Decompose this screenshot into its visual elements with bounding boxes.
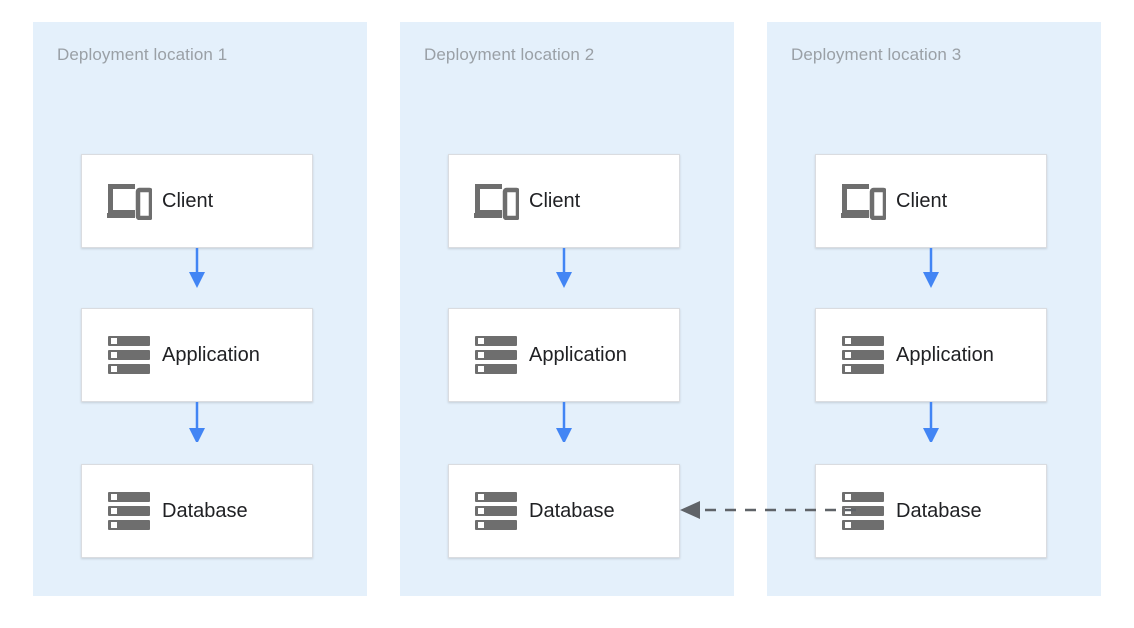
server-bar <box>842 350 884 360</box>
node-application-1[interactable]: Application <box>81 308 313 402</box>
client-devices-icon <box>102 182 156 220</box>
server-bar <box>475 336 517 346</box>
server-bar <box>842 492 884 502</box>
panel-title-2: Deployment location 2 <box>424 45 595 64</box>
server-icon <box>469 492 523 530</box>
arrow-application-to-database-2 <box>556 402 572 442</box>
node-label: Database <box>162 499 248 522</box>
server-bar <box>108 506 150 516</box>
node-label: Database <box>896 499 982 522</box>
node-client-2[interactable]: Client <box>448 154 680 248</box>
server-bar <box>475 350 517 360</box>
node-label: Client <box>896 189 948 212</box>
node-application-2[interactable]: Application <box>448 308 680 402</box>
server-bar <box>475 492 517 502</box>
deployment-location-panel-2: Deployment location 2 Client <box>400 22 734 596</box>
server-bar <box>842 520 884 530</box>
node-database-1[interactable]: Database <box>81 464 313 558</box>
server-icon <box>469 336 523 374</box>
client-devices-icon <box>836 182 890 220</box>
node-application-3[interactable]: Application <box>815 308 1047 402</box>
client-devices-icon <box>469 182 523 220</box>
deployment-location-panel-1: Deployment location 1 Client <box>33 22 367 596</box>
node-database-2[interactable]: Database <box>448 464 680 558</box>
node-label: Application <box>162 343 260 366</box>
arrow-client-to-application-2 <box>556 248 572 288</box>
server-bar <box>108 336 150 346</box>
server-bar <box>108 492 150 502</box>
server-bar <box>108 520 150 530</box>
server-bar <box>475 364 517 374</box>
server-bar <box>475 520 517 530</box>
node-label: Application <box>529 343 627 366</box>
node-label: Application <box>896 343 994 366</box>
server-bar <box>108 364 150 374</box>
arrow-application-to-database-1 <box>189 402 205 442</box>
arrow-application-to-database-3 <box>923 402 939 442</box>
server-icon <box>102 492 156 530</box>
arrow-client-to-application-3 <box>923 248 939 288</box>
deployment-location-panel-3: Deployment location 3 Client <box>767 22 1101 596</box>
node-client-3[interactable]: Client <box>815 154 1047 248</box>
server-icon <box>836 336 890 374</box>
server-bar <box>842 364 884 374</box>
panel-title-1: Deployment location 1 <box>57 45 228 64</box>
node-label: Database <box>529 499 615 522</box>
server-bar <box>108 350 150 360</box>
server-bar <box>475 506 517 516</box>
arrow-client-to-application-1 <box>189 248 205 288</box>
arrow-database3-to-database2-replication <box>680 501 856 519</box>
node-client-1[interactable]: Client <box>81 154 313 248</box>
panel-title-3: Deployment location 3 <box>791 45 962 64</box>
node-label: Client <box>529 189 581 212</box>
node-label: Client <box>162 189 214 212</box>
server-bar <box>842 336 884 346</box>
server-icon <box>102 336 156 374</box>
